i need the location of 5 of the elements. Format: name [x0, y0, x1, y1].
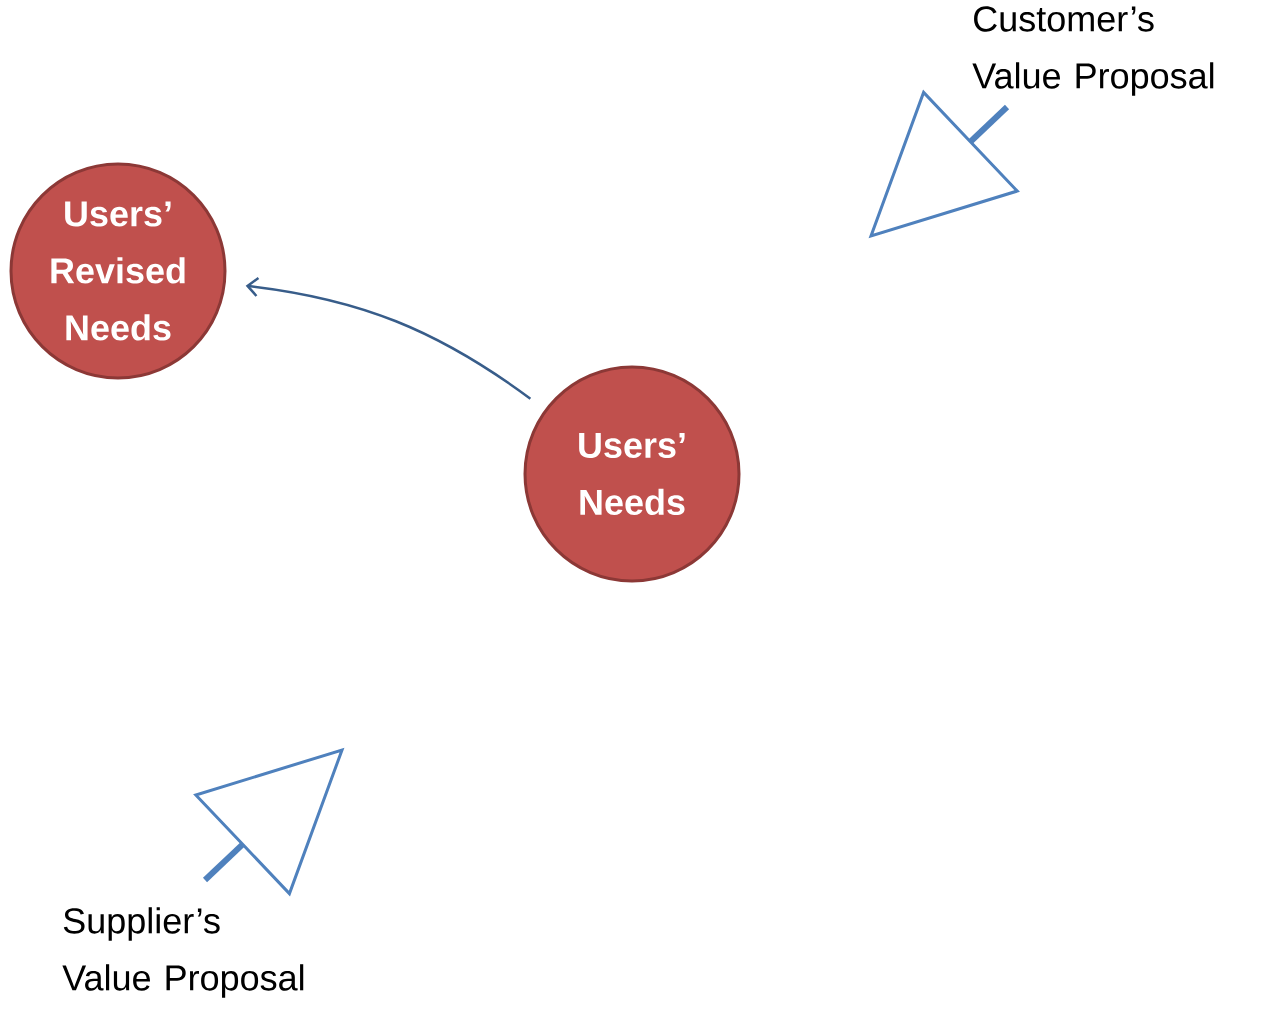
circle-node: Users’ Needs: [523, 365, 741, 583]
caption-text: Customer’s Value Proposal: [972, 6, 1214, 96]
caption-text: Supplier’s Value Proposal: [62, 907, 304, 998]
circle-node: Users’ Revised Needs: [9, 162, 227, 380]
arrow: [245, 277, 532, 400]
